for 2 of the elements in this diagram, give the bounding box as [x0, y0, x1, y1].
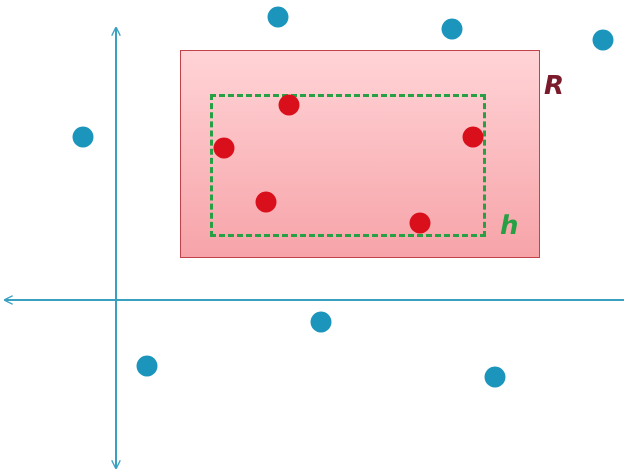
region-label: h [500, 212, 519, 240]
region-label: R [544, 72, 564, 100]
